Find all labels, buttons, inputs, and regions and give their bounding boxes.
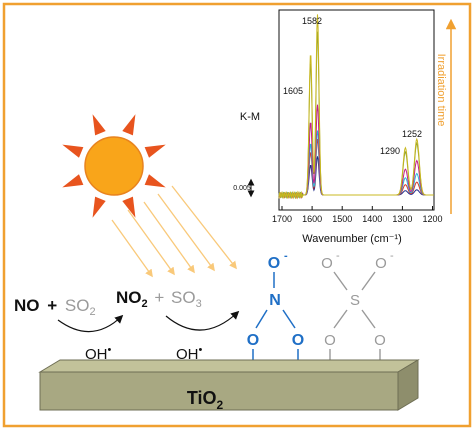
surface-label-subscript: 2 <box>216 398 223 412</box>
sun-ray <box>62 174 84 188</box>
sun-ray <box>144 144 166 158</box>
sulfate-o-top-left: O <box>321 255 333 272</box>
reactant-no: NO <box>14 296 40 315</box>
x-tick-label: 1200 <box>422 214 442 224</box>
so2-subscript: 2 <box>89 306 95 318</box>
product-no2: NO <box>116 288 142 307</box>
sulfate-charge-left: - <box>336 250 340 262</box>
light-beam <box>111 219 153 278</box>
svg-text:NO2 + SO3: NO2 + SO3 <box>116 288 202 311</box>
nitrate-charge: - <box>284 250 288 262</box>
sulfate-o-bottom-left: O <box>324 332 336 349</box>
so3-subscript: 3 <box>196 298 202 310</box>
surface-label: TiO <box>187 388 217 408</box>
reaction-scheme: NO + SO2 NO2 + SO3 <box>14 288 202 318</box>
sun-ray <box>92 114 106 136</box>
x-tick-label: 1300 <box>392 214 412 224</box>
spectrum-x-axis: 1700 1600 1500 1400 1300 1200 <box>272 206 443 224</box>
x-tick-label: 1600 <box>302 214 322 224</box>
spectrum-series-group <box>278 14 434 200</box>
nitrate-o-top: O <box>268 255 280 272</box>
product-so3: SO <box>171 288 196 307</box>
x-tick-label: 1700 <box>272 214 292 224</box>
no2-subscript: 2 <box>142 298 148 310</box>
sun-ray <box>122 114 136 136</box>
svg-text:OH•: OH• <box>176 344 203 363</box>
sulfate-species: O - O - S O O <box>321 250 394 369</box>
sun-icon <box>62 114 166 218</box>
reactant-so2: SO <box>65 296 90 315</box>
svg-text:NO + SO2: NO + SO2 <box>14 296 96 318</box>
peak-label-1582: 1582 <box>302 16 322 26</box>
svg-text:OH•: OH• <box>85 344 112 363</box>
sulfate-o-top-right: O <box>375 255 387 272</box>
radical-dot: • <box>108 344 112 356</box>
hydroxyl-radical-2: OH <box>176 346 199 363</box>
plus-sign: + <box>47 296 57 315</box>
x-tick-label: 1400 <box>362 214 382 224</box>
nitrate-n: N <box>269 292 281 309</box>
sulfate-charge-right: - <box>390 250 394 262</box>
tio2-surface <box>38 359 420 411</box>
sun-ray <box>122 196 136 218</box>
plus-sign: + <box>154 288 164 307</box>
peak-label-1252: 1252 <box>402 129 422 139</box>
nitrate-species: O - N O O <box>247 250 304 369</box>
sulfate-o-bottom-right: O <box>374 332 386 349</box>
sulfate-s: S <box>350 292 360 309</box>
light-beam <box>157 193 215 272</box>
spectrum-line <box>278 14 434 200</box>
reaction-arrow-2 <box>165 310 240 331</box>
reaction-arrow-1 <box>57 314 124 333</box>
light-beam <box>143 201 195 274</box>
peak-label-1290: 1290 <box>380 146 400 156</box>
nitrate-o-left: O <box>247 332 259 349</box>
light-beam-group <box>111 185 237 278</box>
irradiation-label: Irradiation time <box>435 54 447 127</box>
svg-text:TiO2: TiO2 <box>187 388 224 412</box>
hydroxyl-radical-1: OH <box>85 346 108 363</box>
light-beam <box>171 185 237 270</box>
peak-label-1605: 1605 <box>283 86 303 96</box>
spectrum-plot-area <box>278 9 435 211</box>
spectrum-ylabel: K-M <box>240 111 260 123</box>
light-beam <box>127 209 175 276</box>
spectrum-xlabel: Wavenumber (cm⁻¹) <box>302 233 402 245</box>
x-tick-label: 1500 <box>332 214 352 224</box>
radical-dot: • <box>199 344 203 356</box>
sun-ray <box>62 144 84 158</box>
sun-ray <box>144 174 166 188</box>
scale-bar-label: 0.005 <box>233 185 251 192</box>
sun-ray <box>92 196 106 218</box>
nitrate-o-right: O <box>292 332 304 349</box>
